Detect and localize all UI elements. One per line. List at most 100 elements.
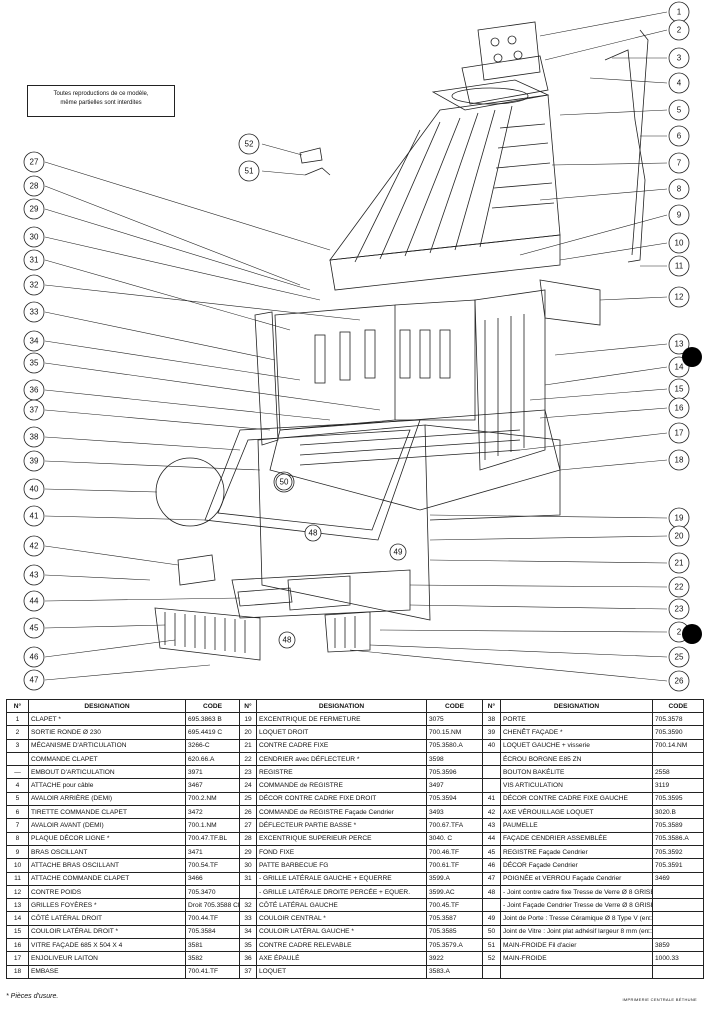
callout-number: 7 [677,159,682,168]
callout-number: 5 [677,106,682,115]
part-number: 18 [6,964,29,979]
callout-number: 22 [675,583,684,592]
part-code: 700.46.TF [426,844,483,860]
callout-circle [275,473,293,491]
callout-number: 51 [245,167,254,176]
part-code: 3471 [185,844,240,860]
callout-number: 44 [30,597,39,606]
col-header-no: N° [482,699,501,713]
part-designation: AXE ÉPAULÉ [256,951,427,966]
part-designation: CÔTÉ LATÉRAL GAUCHE [256,898,427,913]
part-designation: AVALOIR AVANT (DEMI) [28,818,186,833]
callout-circle [389,543,407,561]
part-designation: DÉCOR CONTRE CADRE FIXE GAUCHE [500,791,653,807]
part-designation: DÉFLECTEUR PARTIE BASSE * [256,818,427,833]
part-code: 700.45.TF [426,898,483,913]
callout-number: 2 [677,628,682,637]
part-designation: EXCENTRIQUE DE FERMETURE [256,711,427,727]
notice-line-1: Toutes reproductions de ce modèle, [53,91,149,97]
part-number: 37 [239,964,257,979]
callout-circle [23,450,45,472]
callout-circle [23,151,45,173]
callout-circle [668,449,690,471]
col-header-designation: DESIGNATION [256,699,427,713]
callout-number: 4 [677,79,682,88]
part-number: 25 [239,791,257,807]
part-designation: Joint de Vitre : Joint plat adhésif larg… [500,924,653,940]
part-number: 11 [6,871,29,886]
callout-number: 17 [675,429,684,438]
part-number: 16 [6,938,29,953]
part-number: 31 [239,871,257,886]
fireplace-illustration [154,21,649,661]
part-designation: GRILLES FOYÈRES * [28,898,186,913]
col-header-code: CODE [652,699,704,713]
callout-number: 41 [30,512,39,521]
part-number: 28 [239,831,257,846]
col-header-no: N° [239,699,257,713]
callout-circle [23,478,45,500]
part-code: 620.66.A [185,751,240,767]
callout-number: 47 [30,676,39,685]
callout-circle [668,47,690,69]
part-number: 45 [482,844,501,860]
col-header-code: CODE [185,699,240,713]
part-code: 700.14.NM [652,738,704,753]
part-designation: - GRILLE LATÉRALE DROITE PERCÉE + EQUER. [256,884,427,900]
exploded-view-drawing: 1234567891011121314151617181920212223225… [23,1,702,692]
part-designation: - GRILLE LATÉRALE GAUCHE + EQUERRE [256,871,427,886]
part-code: 3467 [185,778,240,793]
part-designation: MAIN-FROIDE Fil d'acier [500,938,653,953]
part-code [652,898,704,913]
part-code: 3922 [426,951,483,966]
part-number: 39 [482,725,501,740]
callout-number: 31 [30,256,39,265]
part-number: 47 [482,871,501,886]
callout-circle [668,286,690,308]
part-designation: VIS ARTICULATION [500,778,653,793]
part-code: 2558 [652,765,704,780]
part-number: 44 [482,831,501,846]
part-number: 10 [6,858,29,873]
callout-number: 16 [675,404,684,413]
part-number: 2 [6,725,29,740]
callout-number: 32 [30,281,39,290]
callout-circle [238,160,260,182]
part-designation: COMMANDE de REGISTRE Façade Cendrier [256,805,427,820]
callout-circle [23,535,45,557]
callout-circle [668,598,690,620]
parts-table: N° DESIGNATION CODE N° DESIGNATION CODE … [6,699,704,979]
callout-number: 37 [30,406,39,415]
callout-number: 23 [675,605,684,614]
part-designation: CENDRIER avec DÉFLECTEUR * [256,751,427,767]
part-designation: BRAS OSCILLANT [28,844,186,860]
part-designation: - Joint contre cadre fixe Tresse de Verr… [500,884,653,900]
part-code [652,924,704,940]
callout-circle [23,564,45,586]
part-number: 22 [239,751,257,767]
part-designation: SORTIE RONDE Ø 230 [28,725,186,740]
part-code: 3582 [185,951,240,966]
part-code: 3466 [185,871,240,886]
callout-number: 21 [675,559,684,568]
callout-circle [668,670,690,692]
callout-number: 46 [30,653,39,662]
callout-circle [23,399,45,421]
part-code: 705.3592 [652,844,704,860]
callout-number: 33 [30,308,39,317]
callout-number: 34 [30,337,39,346]
callout-circle [668,204,690,226]
part-number: 5 [6,791,29,807]
callout-number: 2 [677,26,682,35]
callout-circle [668,422,690,444]
callout-number: 18 [675,456,684,465]
part-number: 35 [239,938,257,953]
part-number: 20 [239,725,257,740]
part-designation: ÉCROU BORGNE E85 ZN [500,751,653,767]
callout-number: 14 [675,363,684,372]
